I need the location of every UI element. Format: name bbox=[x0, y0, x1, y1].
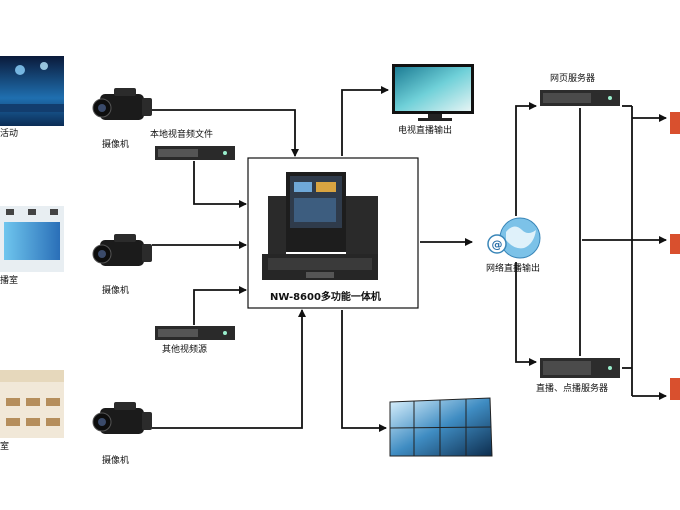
local-files-label: 本地视音频文件 bbox=[150, 130, 214, 140]
other-source-server-icon bbox=[155, 326, 235, 340]
globe-to-web-server-link bbox=[515, 102, 537, 216]
camera-2-icon bbox=[92, 234, 152, 266]
globe-to-vod-server-link bbox=[515, 262, 537, 366]
video-wall-link bbox=[341, 310, 387, 432]
flat-tv-icon bbox=[392, 64, 474, 121]
camera-1-link bbox=[152, 109, 299, 157]
tv-output-label: 电视直播输出 bbox=[398, 126, 453, 136]
client-device-1-icon bbox=[670, 112, 680, 134]
classroom-image bbox=[0, 370, 64, 438]
web-server-icon bbox=[540, 90, 620, 106]
camera-1-label: 摄像机 bbox=[102, 140, 130, 150]
source-event-label: 活动 bbox=[0, 129, 19, 139]
kvm-console-icon bbox=[262, 172, 378, 280]
svg-text:@: @ bbox=[492, 238, 503, 251]
tv-output-link bbox=[341, 86, 389, 156]
camera-1-icon bbox=[92, 88, 152, 120]
connectors bbox=[152, 86, 667, 432]
web-server-label: 网页服务器 bbox=[550, 74, 596, 84]
network-globe-icon: @ bbox=[487, 217, 541, 259]
camera-2-label: 摄像机 bbox=[102, 286, 130, 296]
other-source-link bbox=[193, 286, 247, 325]
source-studio-label: 播室 bbox=[0, 276, 19, 286]
video-wall-icon bbox=[389, 397, 493, 457]
vod-server-icon bbox=[540, 358, 620, 378]
other-source-label: 其他视频源 bbox=[162, 345, 208, 355]
client-device-3-icon bbox=[670, 378, 680, 400]
network-output-label: 网络直播输出 bbox=[486, 264, 541, 274]
camera-3-link bbox=[152, 309, 306, 429]
vod-server-label: 直播、点播服务器 bbox=[536, 384, 609, 394]
local-files-server-icon bbox=[155, 146, 235, 160]
studio-image bbox=[0, 206, 64, 272]
source-classroom-label: 室 bbox=[0, 442, 10, 452]
event-stage-image bbox=[0, 56, 64, 126]
camera-3-icon bbox=[92, 402, 152, 434]
local-files-link bbox=[193, 161, 247, 208]
client-device-2-icon bbox=[670, 234, 680, 254]
main-device-label: NW-8600多功能一体机 bbox=[270, 292, 381, 303]
camera-3-label: 摄像机 bbox=[102, 456, 130, 466]
